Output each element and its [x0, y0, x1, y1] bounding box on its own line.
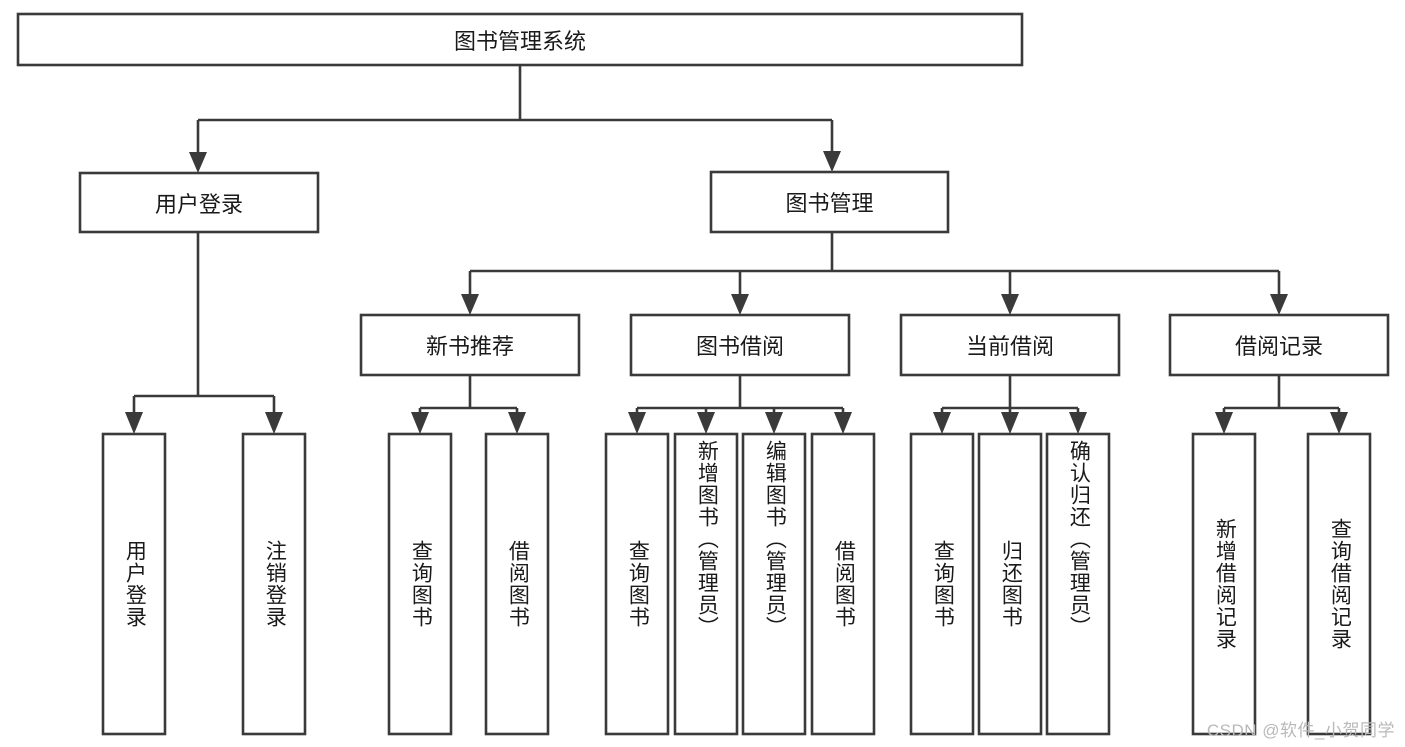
arrow-to-leaf-edit-book	[765, 412, 783, 434]
arrow-to-leaf-add-record	[1215, 412, 1233, 434]
arrow-to-leaf-query-book-3	[933, 412, 951, 434]
node-leaf-query-borrow-record[interactable]	[1306, 432, 1372, 736]
connector-root-to-level1	[189, 65, 841, 173]
node-new-book-recommend[interactable]	[359, 313, 581, 377]
node-leaf-query-book-1[interactable]	[387, 432, 453, 736]
arrow-to-leaf-query-record	[1330, 412, 1348, 434]
node-current-borrow[interactable]	[899, 313, 1121, 377]
node-leaf-query-book-2[interactable]	[604, 432, 670, 736]
arrow-to-leaf-query-book-2	[628, 412, 646, 434]
arrow-to-book-manage	[823, 151, 841, 172]
arrow-to-leaf-return-book	[1001, 412, 1019, 434]
arrow-to-book-borrow	[731, 294, 749, 315]
node-leaf-add-book-admin[interactable]	[673, 432, 739, 736]
arrow-to-borrow-record	[1270, 294, 1288, 315]
arrow-to-leaf-borrow-book-1	[508, 412, 526, 434]
connector-current-borrow-to-leaves	[933, 375, 1087, 434]
arrow-to-new-book-recommend	[461, 294, 479, 315]
arrow-to-leaf-add-book	[697, 412, 715, 434]
arrow-to-user-login	[189, 152, 207, 173]
node-leaf-borrow-book-1[interactable]	[484, 432, 550, 736]
arrow-to-leaf-user-login	[125, 412, 143, 434]
node-root-book-management-system[interactable]	[16, 12, 1024, 67]
node-leaf-add-borrow-record[interactable]	[1191, 432, 1257, 736]
node-leaf-user-login[interactable]	[101, 432, 167, 736]
arrow-to-leaf-borrow-book-2	[834, 412, 852, 434]
node-user-login[interactable]	[78, 171, 320, 234]
connector-borrow-record-to-leaves	[1215, 375, 1348, 434]
connector-user-login-to-leaves	[125, 232, 283, 434]
node-leaf-return-book[interactable]	[977, 432, 1043, 736]
arrow-to-leaf-confirm-return	[1069, 412, 1087, 434]
node-book-management[interactable]	[709, 170, 950, 234]
connector-new-book-recommend-to-leaves	[411, 375, 526, 434]
watermark-text: CSDN @软件_小贺同学	[1206, 721, 1395, 740]
node-leaf-borrow-book-2[interactable]	[810, 432, 876, 736]
node-leaf-logout[interactable]	[241, 432, 307, 736]
node-leaf-confirm-return-admin[interactable]	[1045, 432, 1111, 736]
arrow-to-leaf-logout	[265, 412, 283, 434]
connector-book-borrow-to-leaves	[628, 375, 852, 434]
arrow-to-leaf-query-book-1	[411, 412, 429, 434]
node-book-borrow[interactable]	[629, 313, 851, 377]
node-leaf-query-book-3[interactable]	[909, 432, 975, 736]
node-leaf-edit-book-admin[interactable]	[741, 432, 807, 736]
connector-book-manage-to-level2	[461, 232, 1288, 315]
node-borrow-record[interactable]	[1168, 313, 1390, 377]
arrow-to-current-borrow	[1001, 294, 1019, 315]
